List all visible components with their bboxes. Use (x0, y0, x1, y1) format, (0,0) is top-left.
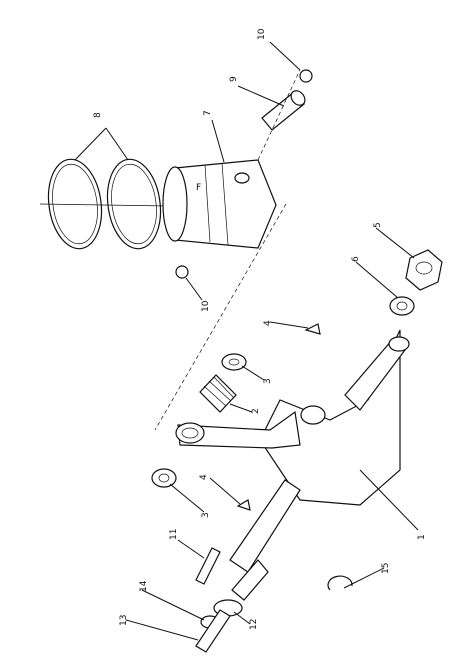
label-3-upper: 3 (263, 378, 273, 384)
label-10-upper: 10 (257, 28, 267, 40)
label-7: 7 (203, 110, 213, 116)
label-5: 5 (373, 222, 383, 228)
part-labels: 8 7 9 10 10 5 6 4 3 2 3 4 1 11 15 12 13 … (93, 28, 427, 630)
assembly-guide-lines (154, 69, 301, 431)
connecting-rod (175, 410, 301, 449)
piston: F (162, 159, 277, 249)
circlip-lower (175, 265, 189, 279)
washer (389, 296, 415, 316)
thrust-washer-upper (221, 353, 247, 371)
circlip-crank (327, 575, 353, 591)
leader-lines (74, 41, 419, 641)
needle-bearing (199, 374, 237, 413)
label-8: 8 (93, 112, 103, 118)
label-10-lower: 10 (201, 300, 211, 312)
label-6: 6 (351, 256, 361, 262)
woodruff-key-upper (304, 323, 321, 335)
label-14: 14 (139, 580, 149, 592)
label-12: 12 (249, 619, 259, 630)
woodruff-key-lower (236, 499, 251, 511)
nut (405, 249, 443, 291)
label-4-upper: 4 (263, 320, 273, 326)
label-13: 13 (119, 615, 129, 626)
label-3-lower: 3 (201, 512, 211, 518)
piston-marking: F (196, 183, 201, 193)
label-15: 15 (381, 563, 391, 574)
label-9: 9 (229, 76, 239, 82)
flywheel-key (195, 547, 221, 585)
crankshaft (229, 329, 410, 601)
piston-rings (39, 158, 171, 250)
label-1: 1 (417, 534, 427, 540)
bolt (195, 609, 231, 653)
circlip-upper (299, 69, 313, 83)
label-11: 11 (169, 529, 179, 540)
thrust-washer-lower (151, 468, 177, 488)
piston-pin (261, 90, 306, 131)
label-4-lower: 4 (199, 474, 209, 480)
label-2: 2 (251, 408, 261, 414)
